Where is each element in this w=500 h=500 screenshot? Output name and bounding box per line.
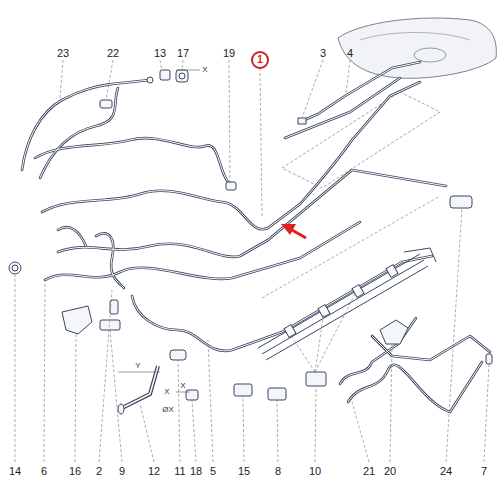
callout-number: 10: [308, 465, 322, 478]
callout-number: 24: [439, 465, 453, 478]
callout-number: 20: [383, 465, 397, 478]
callout-number: 8: [274, 465, 282, 478]
callout-number: 5: [209, 465, 217, 478]
highlight-callout: 1: [251, 51, 269, 69]
callout-number: 3: [319, 47, 327, 60]
dimension-label: Y: [134, 361, 141, 371]
callout-number: 19: [222, 47, 236, 60]
callout-number: 18: [189, 465, 203, 478]
callout-number: 14: [8, 465, 22, 478]
callout-number: 11: [173, 465, 186, 478]
callout-number: 12: [147, 465, 161, 478]
callout-number: 17: [176, 47, 190, 60]
callout-number: 9: [118, 465, 126, 478]
callout-number: 4: [346, 47, 354, 60]
dimension-label: ØX: [161, 405, 175, 415]
callout-number: 21: [362, 465, 376, 478]
callout-number: 13: [153, 47, 167, 60]
callout-number: 16: [68, 465, 82, 478]
dimension-label: X: [179, 381, 186, 391]
callout-number: 2: [95, 465, 103, 478]
callout-number: 7: [480, 465, 488, 478]
callout-number: 6: [40, 465, 48, 478]
dimension-label: X: [163, 387, 170, 397]
dimension-label: X: [201, 65, 208, 75]
callout-number: 22: [106, 47, 120, 60]
callout-number: 15: [237, 465, 251, 478]
callout-number: 23: [56, 47, 70, 60]
callout-number: 1: [257, 55, 263, 65]
